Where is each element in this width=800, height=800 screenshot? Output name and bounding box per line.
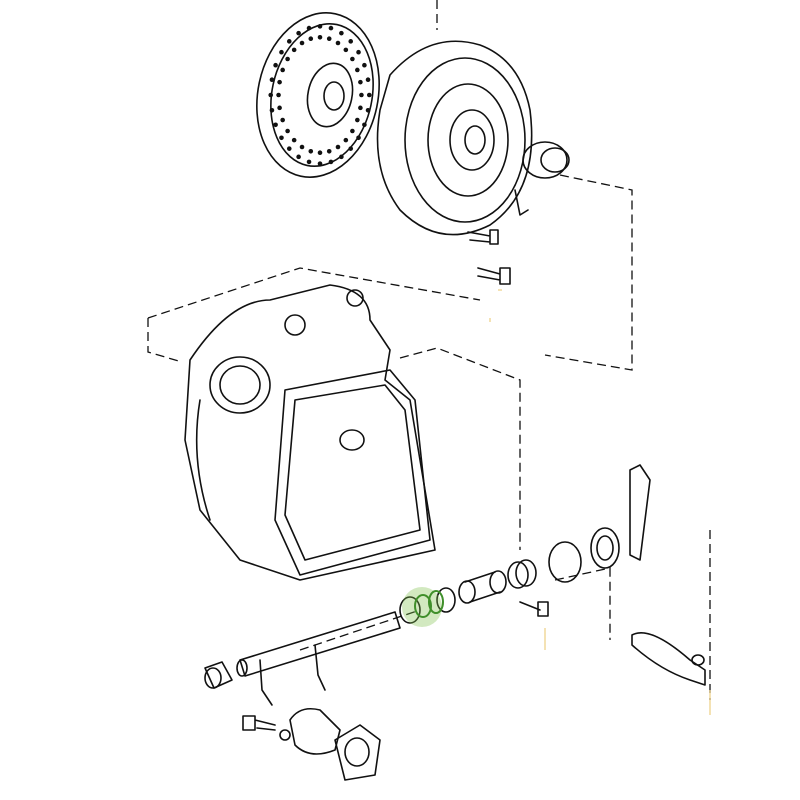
- rivet-dot: [348, 146, 354, 151]
- assembly-leader-lines: [147, 0, 711, 700]
- rivet-dot: [365, 107, 371, 113]
- transmission-housing: [184, 284, 436, 581]
- rivet-dot: [277, 79, 282, 85]
- rivet-dot: [296, 154, 301, 160]
- rivet-dot: [359, 92, 364, 98]
- rivet-dot: [355, 117, 360, 123]
- rivet-dot: [280, 117, 285, 123]
- rivet-dot: [279, 49, 284, 55]
- rivet-dot: [286, 39, 292, 44]
- rivet-dot: [299, 144, 305, 150]
- rivet-dot: [326, 148, 332, 154]
- rivet-dot: [365, 77, 371, 83]
- highlighted-part[interactable]: [402, 587, 444, 627]
- release-fork-and-spring: [548, 464, 706, 686]
- rivet-dot: [317, 24, 323, 29]
- rivet-dot: [306, 159, 312, 165]
- rivet-dot: [328, 159, 334, 165]
- rivet-dot: [343, 47, 349, 53]
- rivet-dot: [276, 92, 281, 98]
- rivet-dot: [328, 25, 334, 31]
- rivet-dot: [268, 92, 274, 98]
- release-bearing: [514, 141, 570, 216]
- rivet-dot: [317, 150, 323, 156]
- rivet-dot: [277, 105, 282, 111]
- sleeve-and-seals: [399, 559, 549, 624]
- rivet-dot: [273, 62, 278, 68]
- rivet-dot: [339, 154, 344, 160]
- rivet-dot: [285, 56, 290, 62]
- rivet-dot: [348, 39, 354, 44]
- rivet-dot: [279, 135, 284, 141]
- rivet-dot: [291, 137, 297, 143]
- rivet-dot: [269, 77, 275, 83]
- rivet-dot: [350, 128, 355, 134]
- rivet-dot: [308, 148, 314, 154]
- rivet-dot: [280, 67, 285, 73]
- rivet-dot: [350, 56, 355, 62]
- clutch-disc: [256, 12, 380, 178]
- rivet-dot: [299, 40, 305, 46]
- rivet-dot: [317, 161, 323, 166]
- callout-ticks: [489, 289, 711, 715]
- release-shaft: [236, 611, 401, 706]
- rivet-dot: [339, 30, 344, 36]
- rivet-dot: [317, 34, 323, 40]
- rivet-dot: [356, 49, 361, 55]
- rivet-dot: [362, 62, 367, 68]
- rivet-dot: [306, 25, 312, 31]
- rivet-dot: [291, 47, 297, 53]
- rivet-dot: [285, 128, 290, 134]
- rivet-dot: [286, 146, 292, 151]
- rivet-dot: [308, 36, 314, 42]
- cover-plate: [279, 707, 381, 781]
- bolts: [242, 229, 511, 731]
- rivet-dot: [269, 107, 275, 113]
- rivet-dot: [362, 122, 367, 128]
- rivet-dot: [358, 79, 363, 85]
- rivet-dot: [358, 105, 363, 111]
- rivet-dot: [355, 67, 360, 73]
- rivet-dot: [335, 40, 341, 46]
- rivet-dot: [273, 122, 278, 128]
- pressure-plate: [376, 40, 533, 236]
- rivet-dot: [335, 144, 341, 150]
- rivet-dot: [326, 36, 332, 42]
- bushing: [204, 661, 233, 689]
- rivet-dot: [296, 30, 301, 36]
- rivet-dot: [366, 92, 372, 98]
- rivet-dot: [356, 135, 361, 141]
- rivet-dot: [343, 137, 349, 143]
